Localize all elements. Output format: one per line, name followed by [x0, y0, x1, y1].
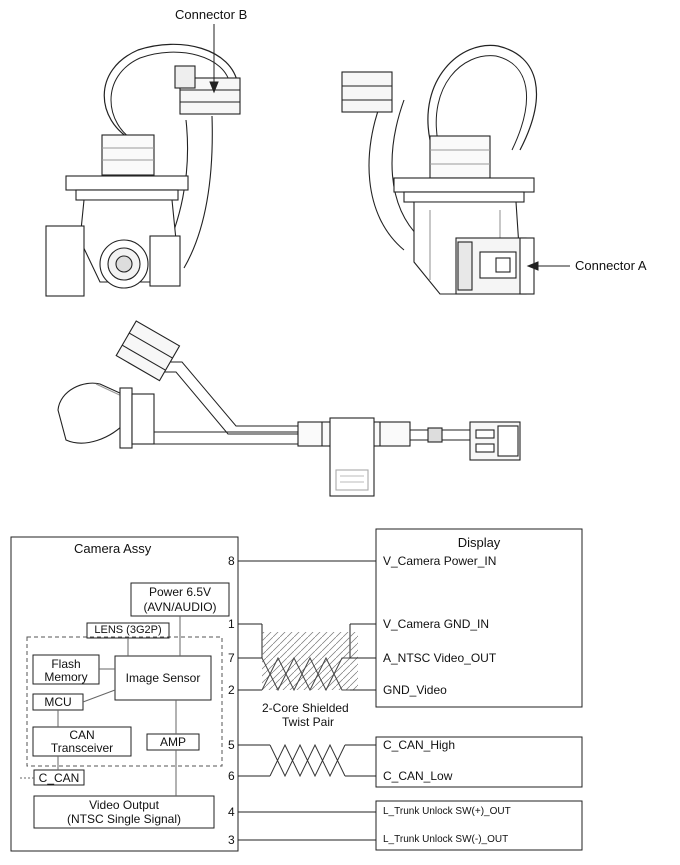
camera-side-view [57, 320, 521, 497]
mcu-label: MCU [44, 695, 72, 709]
display-signal-video: A_NTSC Video_OUT [383, 651, 497, 665]
trunk-minus-label: L_Trunk Unlock SW(-)_OUT [383, 834, 509, 845]
video-output-line1: Video Output [89, 798, 159, 812]
flash-memory-line1: Flash [51, 657, 81, 671]
can-transceiver-line1: CAN [69, 728, 95, 742]
display-title: Display [457, 535, 501, 550]
trunk-plus-label: L_Trunk Unlock SW(+)_OUT [383, 806, 511, 817]
can-low-label: C_CAN_Low [383, 769, 453, 783]
camera-rear-view [341, 44, 538, 295]
display-signal-gnd-in: V_Camera GND_IN [383, 617, 490, 631]
pin-5: 5 [228, 738, 235, 752]
pin-8: 8 [228, 554, 235, 568]
video-output-line2: (NTSC Single Signal) [66, 812, 182, 826]
image-sensor-label: Image Sensor [125, 671, 201, 685]
cable-label-line2: Twist Pair [282, 715, 335, 729]
power-label-line2: (AVN/AUDIO) [143, 600, 217, 614]
connector-b-label: Connector B [175, 7, 248, 22]
display-signal-power: V_Camera Power_IN [383, 554, 497, 568]
display-signal-gnd-video: GND_Video [383, 683, 447, 697]
flash-memory-line2: Memory [44, 670, 88, 684]
cable-label-line1: 2-Core Shielded [262, 701, 349, 715]
amp-label: AMP [159, 735, 186, 749]
can-transceiver-line2: Transceiver [50, 741, 114, 755]
power-label-line1: Power 6.5V [148, 585, 212, 599]
pin-1: 1 [228, 617, 235, 631]
camera-assy-title: Camera Assy [74, 541, 152, 556]
schematic [10, 528, 583, 852]
connector-a-label: Connector A [575, 258, 647, 273]
pin-6: 6 [228, 769, 235, 783]
camera-front-view [45, 43, 241, 297]
pin-7: 7 [228, 651, 235, 665]
pin-2: 2 [228, 683, 235, 697]
pin-4: 4 [228, 805, 235, 819]
can-high-label: C_CAN_High [383, 738, 456, 752]
pin-3: 3 [228, 833, 235, 847]
c-can-label: C_CAN [38, 771, 80, 785]
lens-label: LENS (3G2P) [94, 624, 162, 636]
callout-lines [209, 24, 570, 271]
